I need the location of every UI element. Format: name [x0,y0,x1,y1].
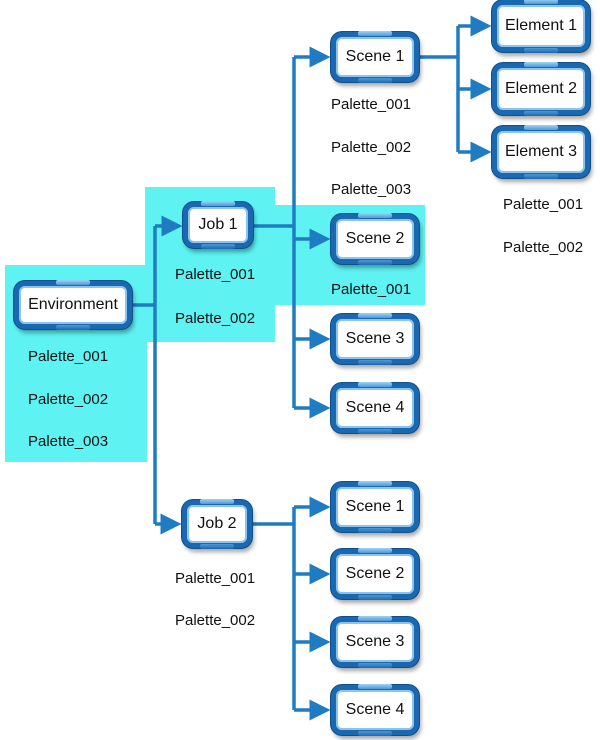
job1-scene2-node[interactable]: Scene 2 [331,213,419,265]
job2-palette-2: Palette_002 [175,612,256,629]
job1-scene1-palette-3: Palette_003 [331,181,412,198]
element3-label: Element 3 [504,143,578,160]
job2-scene2-label: Scene 2 [345,565,405,582]
job1-scene3-node[interactable]: Scene 3 [331,313,419,365]
job1-scene1-node[interactable]: Scene 1 [331,31,419,83]
job1-scene4-node[interactable]: Scene 4 [331,382,419,434]
job2-scene4-node[interactable]: Scene 4 [331,684,419,736]
environment-palette-1: Palette_001 [28,348,109,365]
job2-scene4-label: Scene 4 [345,701,405,718]
job1-label: Job 1 [198,216,238,233]
element2-node[interactable]: Element 2 [492,62,590,116]
element1-label: Element 1 [504,17,578,34]
job1-node[interactable]: Job 1 [183,201,253,249]
element2-label: Element 2 [504,80,578,97]
job1-scene4-label: Scene 4 [345,399,405,416]
job2-palette-1: Palette_001 [175,570,256,587]
environment-palette-3: Palette_003 [28,433,109,450]
job1-scene2-palette-1: Palette_001 [331,281,412,298]
job1-scene1-palette-1: Palette_001 [331,96,412,113]
job2-label: Job 2 [197,515,237,532]
job2-node[interactable]: Job 2 [182,499,252,549]
job2-scene2-node[interactable]: Scene 2 [331,548,419,600]
job2-scene1-label: Scene 1 [345,498,405,515]
job2-scene3-node[interactable]: Scene 3 [331,616,419,668]
environment-label: Environment [28,296,118,313]
job2-scene1-node[interactable]: Scene 1 [331,481,419,533]
job1-scene3-label: Scene 3 [345,330,405,347]
elements-palette-1: Palette_001 [503,196,584,213]
job2-scene3-label: Scene 3 [345,633,405,650]
job1-scene1-palette-2: Palette_002 [331,139,412,156]
environment-palette-2: Palette_002 [28,391,109,408]
job1-palette-1: Palette_001 [175,266,256,283]
element1-node[interactable]: Element 1 [492,0,590,53]
element3-node[interactable]: Element 3 [492,125,590,179]
elements-palette-2: Palette_002 [503,239,584,256]
environment-node[interactable]: Environment [14,280,132,330]
job1-scene2-label: Scene 2 [345,230,405,247]
job1-palette-2: Palette_002 [175,310,256,327]
job1-scene1-label: Scene 1 [345,48,405,65]
